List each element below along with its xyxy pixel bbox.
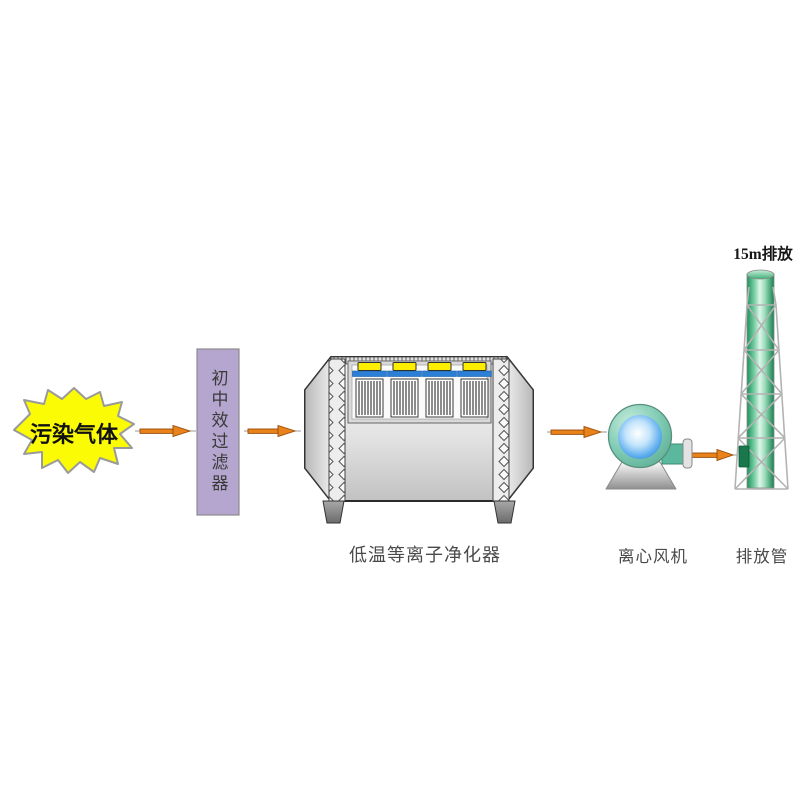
- arrow-icon: [547, 425, 607, 439]
- centrifugal-fan: [605, 403, 693, 490]
- cap-yellow: [357, 362, 487, 371]
- arrow-icon: [135, 424, 196, 438]
- purifier-label: 低温等离子净化器: [349, 545, 501, 565]
- prefilter-box: [196, 348, 240, 516]
- stack-cap: [746, 269, 775, 280]
- fan-inlet-eye: [618, 415, 662, 459]
- arrow-icon: [686, 448, 737, 462]
- polluted-gas-label: 污染气体: [29, 422, 118, 447]
- fan-outlet-flange: [682, 438, 693, 469]
- stack-label: 排放管: [735, 547, 789, 566]
- machine-leg: [493, 500, 516, 524]
- machine-left-panel: [304, 355, 332, 503]
- flow-arrows: [135, 424, 737, 462]
- prefilter-label: 初中效过滤器: [208, 369, 228, 495]
- bolt-strip-right: [492, 358, 510, 502]
- stack-inlet-port: [738, 445, 750, 468]
- machine-leg: [322, 500, 345, 524]
- machine-right-panel: [506, 355, 534, 503]
- electrode-window: [460, 378, 489, 418]
- electrode-window: [355, 378, 384, 418]
- prefilter-label-wrap: 初中效过滤器: [197, 349, 239, 515]
- polluted-gas-cloud: [13, 387, 135, 474]
- fan-label: 离心风机: [618, 547, 688, 566]
- arrow-icon: [244, 424, 301, 438]
- electrode-window: [425, 378, 454, 418]
- electrode-window: [390, 378, 419, 418]
- bolt-strip-left: [328, 358, 346, 502]
- electrode-panel: [347, 360, 492, 424]
- stack-height-label: 15m排放: [733, 246, 793, 263]
- fan-base: [605, 461, 677, 490]
- plasma-purifier-machine: [304, 355, 534, 524]
- exhaust-stack: [734, 269, 789, 490]
